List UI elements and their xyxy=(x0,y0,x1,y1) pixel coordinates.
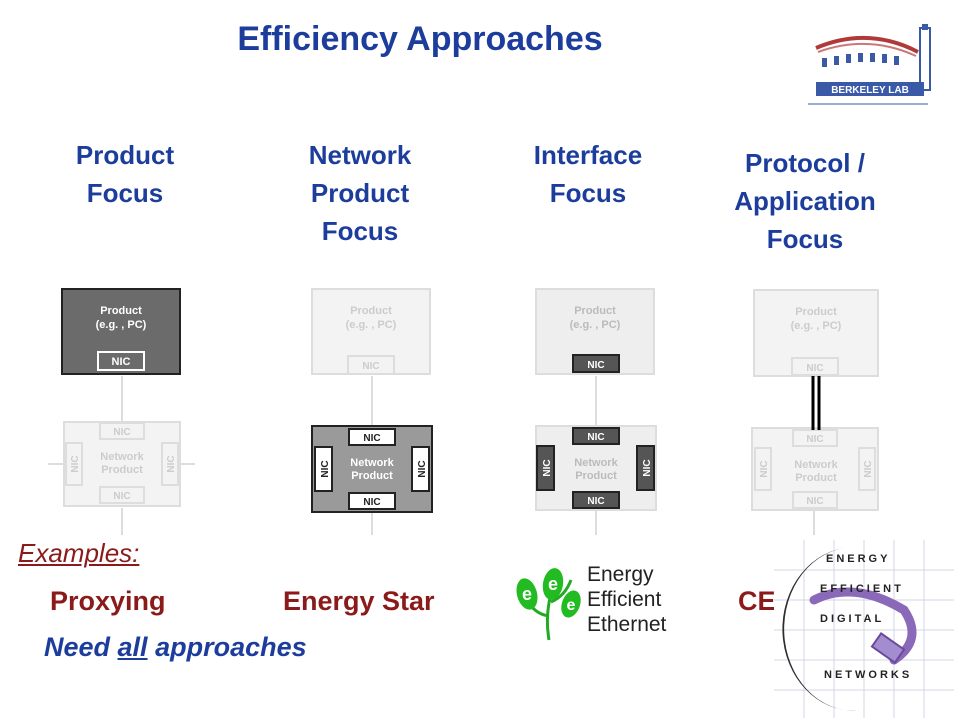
page-title: Efficiency Approaches xyxy=(237,20,603,58)
eedn-logo: ENERGY EFFICIENT DIGITAL NETWORKS xyxy=(774,540,954,718)
network-sublabel: Product xyxy=(101,464,143,476)
logo-text: BERKELEY LAB xyxy=(831,85,909,96)
product-sublabel: (e.g. , PC) xyxy=(96,319,147,331)
network-label: Network xyxy=(794,459,838,471)
nic-label: NIC xyxy=(166,455,177,472)
diagram-interface-focus: Product (e.g. , PC) NIC Network Product … xyxy=(512,280,682,540)
product-label: Product xyxy=(350,305,392,317)
example-ce: CE xyxy=(738,586,776,616)
product-sublabel: (e.g. , PC) xyxy=(791,320,842,332)
eee-logo-text: Energy Efficient Ethernet xyxy=(587,563,667,636)
nic-label: NIC xyxy=(363,433,380,444)
eedn-line-4: NETWORKS xyxy=(824,669,912,681)
svg-text:e: e xyxy=(567,597,576,614)
column-heading-protocol: Protocol / Application Focus xyxy=(734,148,876,254)
eedn-line-2: EFFICIENT xyxy=(820,583,904,595)
network-label: Network xyxy=(574,457,618,469)
example-energy-star: Energy Star xyxy=(283,586,435,616)
eedn-line-3: DIGITAL xyxy=(820,613,884,625)
diagram-network-product-focus: Product (e.g. , PC) NIC Network Product … xyxy=(290,280,460,540)
svg-text:e: e xyxy=(548,574,558,594)
examples-label: Examples: xyxy=(18,538,140,568)
diagram-protocol-focus: Product (e.g. , PC) NIC Network Product … xyxy=(732,280,902,540)
product-label: Product xyxy=(100,305,142,317)
product-label: Product xyxy=(795,306,837,318)
network-sublabel: Product xyxy=(575,470,617,482)
column-heading-network-product: Network Product Focus xyxy=(308,140,412,246)
column-heading-product: Product Focus xyxy=(75,140,175,208)
nic-label: NIC xyxy=(363,497,380,508)
product-label: Product xyxy=(574,305,616,317)
nic-label: NIC xyxy=(320,460,331,477)
nic-label: NIC xyxy=(806,363,823,374)
nic-label: NIC xyxy=(587,496,604,507)
product-sublabel: (e.g. , PC) xyxy=(346,319,397,331)
nic-label: NIC xyxy=(542,459,553,476)
column-heading-interface: Interface Focus xyxy=(533,140,643,208)
nic-label: NIC xyxy=(642,459,653,476)
nic-label: NIC xyxy=(417,460,428,477)
leaf-icon: e e e xyxy=(515,566,585,642)
eedn-line-1: ENERGY xyxy=(826,553,890,565)
nic-label: NIC xyxy=(113,491,130,502)
product-sublabel: (e.g. , PC) xyxy=(570,319,621,331)
network-sublabel: Product xyxy=(795,472,837,484)
nic-label: NIC xyxy=(863,460,874,477)
nic-label: NIC xyxy=(112,356,131,368)
example-proxying: Proxying xyxy=(50,586,166,616)
nic-label: NIC xyxy=(759,460,770,477)
network-label: Network xyxy=(100,451,144,463)
nic-label: NIC xyxy=(70,455,81,472)
summary-statement: Need all approaches xyxy=(44,632,307,662)
nic-label: NIC xyxy=(806,496,823,507)
nic-label: NIC xyxy=(806,434,823,445)
diagram-product-focus: Product (e.g. , PC) NIC Network Product … xyxy=(40,280,210,540)
nic-label: NIC xyxy=(362,361,379,372)
svg-text:e: e xyxy=(522,584,532,604)
nic-label: NIC xyxy=(113,427,130,438)
nic-label: NIC xyxy=(587,360,604,371)
nic-label: NIC xyxy=(587,432,604,443)
berkeley-lab-logo: BERKELEY LAB xyxy=(808,22,946,106)
network-sublabel: Product xyxy=(351,470,393,482)
network-label: Network xyxy=(350,457,394,469)
